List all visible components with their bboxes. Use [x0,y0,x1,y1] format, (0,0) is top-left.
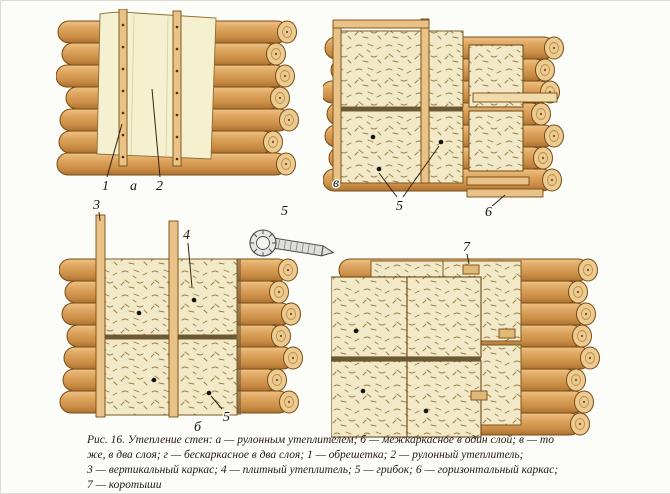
protruding-board [472,92,558,103]
leader-lines [378,145,506,208]
leader-lines [106,88,161,178]
label-part-5-fastener: 5 [281,204,288,219]
leader-line [466,253,470,265]
drawing-g-frameless-two-layer: 7 [331,239,600,438]
mushroom-fastener-illustration: 5 [249,203,335,257]
label-part-4: 4 [183,228,190,243]
label-part-2: 2 [156,179,163,194]
label-part-5: 5 [223,410,230,425]
label-part-5: 5 [396,199,403,214]
label-letter-a: а [130,179,137,194]
seam-shadow [331,357,481,361]
label-part-6: 6 [485,205,492,219]
nail-dots [121,23,179,161]
fastener-dots [370,134,444,172]
figure-caption: Рис. 16. Утепление стен: а — рулонным ут… [87,433,599,493]
caption-line: же, в два слоя; г — бескаркасное в два с… [87,448,524,461]
vertical-frame-battens [95,214,179,418]
caption-line: 7 — коротыши [87,478,162,491]
caption-line: Рис. 16. Утепление стен: а — рулонным ут… [87,434,554,446]
drawing-v-two-layer-frame: в 5 6 [323,18,564,219]
fastener-cap [249,229,277,257]
label-part-1: 1 [102,179,109,194]
short-blocks [462,264,516,401]
drawing-a-roll-insulation: 1 а 2 [56,9,299,196]
label-part-7: 7 [463,240,471,255]
insulation-panels-layer1 [340,30,464,184]
label-part-3: 3 [92,198,100,213]
label-letter-b: б [194,420,202,435]
label-letter-v: в [333,176,339,191]
seam-shadow [341,107,463,111]
edge-shadow [237,259,241,415]
fastener-dots [353,328,429,414]
leader-lines [98,211,223,410]
horizontal-frame-battens [466,176,544,198]
caption-line: 3 — вертикальный каркас; 4 — плитный уте… [87,463,559,476]
drawing-b-single-layer-frame: 3 4 б 5 [59,197,303,437]
lathing-battens [118,9,182,167]
vertical-frame-battens [332,18,430,184]
insulation-panels-front-layer [331,276,482,438]
fastener-dots [136,297,212,396]
